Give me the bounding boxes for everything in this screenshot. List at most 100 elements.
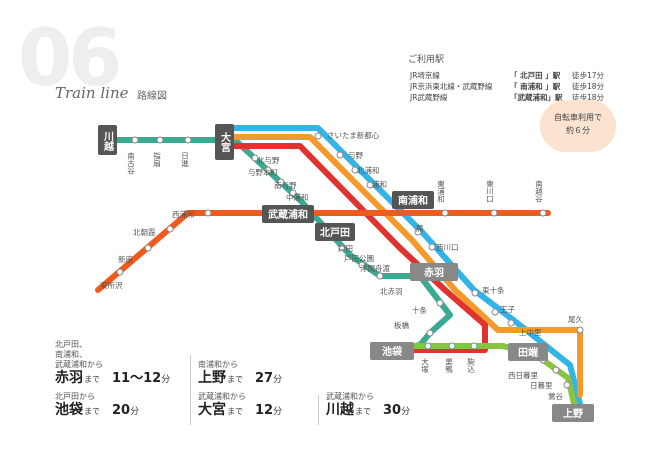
station-name: 武蔵浦和	[268, 208, 308, 221]
travel-from: 南浦和、	[55, 350, 87, 359]
station-label: 日進	[180, 152, 189, 169]
access-row: JR埼京線 「 北戸田 」駅 徒歩17分	[410, 70, 604, 81]
station-dot	[563, 381, 571, 389]
travel-from: 武蔵浦和から	[55, 360, 103, 369]
station-name: 田端	[518, 346, 538, 359]
station-dot	[314, 132, 322, 140]
station-dot	[277, 178, 285, 186]
station-dot	[471, 289, 479, 297]
station-label: 東浦和	[436, 179, 445, 204]
station-label: 北浦和	[357, 165, 380, 175]
station-dot	[251, 154, 259, 162]
access-station: 「 南浦和 」駅	[510, 82, 561, 91]
station-label: 西日暮里	[508, 370, 538, 380]
station-label: 北与野	[257, 156, 280, 165]
station-label: 東十条	[482, 285, 505, 295]
bike-time: 約６分	[566, 126, 590, 135]
station-dot	[366, 181, 374, 189]
section-number: 06	[18, 14, 123, 104]
station-dot	[470, 342, 478, 350]
station-dot	[338, 244, 346, 252]
bike-badge: 自転車利用で 約６分	[540, 100, 616, 152]
station-dot	[490, 209, 498, 217]
station-dot	[507, 319, 515, 327]
station-label: 南越谷	[534, 179, 543, 204]
travel-from: 武蔵浦和から	[326, 392, 374, 401]
travel-from: 南浦和から	[198, 360, 238, 369]
utsunomiya-line	[222, 143, 488, 353]
station-dot	[336, 151, 344, 159]
station-name: 上野	[563, 407, 583, 420]
travel-destination: 川越	[326, 402, 354, 418]
station-label: 巣鴨	[444, 357, 453, 375]
station-box-musashi-urawa	[262, 205, 314, 223]
travel-time: 20	[112, 403, 131, 418]
travel-time: 11〜12	[112, 371, 162, 386]
station-dot	[116, 268, 124, 276]
station-dot	[289, 189, 297, 197]
musashino-line	[95, 210, 551, 293]
station-name: 川越	[102, 131, 115, 152]
station-label: 浮間舟渡	[360, 263, 390, 273]
travel-time: 30	[383, 403, 402, 418]
access-title: ご利用駅	[408, 55, 445, 65]
station-label: 北朝霞	[133, 228, 156, 237]
station-box-ikebukuro	[370, 342, 414, 360]
access-station: 「 北戸田 」駅	[510, 71, 561, 80]
station-dot	[204, 209, 212, 217]
station-label: 南与野	[274, 180, 297, 190]
access-line: JR武蔵野線	[410, 93, 448, 102]
station-label: 板橋	[394, 320, 409, 330]
station-name: 南浦和	[398, 194, 428, 207]
travel-made: まで	[227, 375, 243, 384]
access-row: JR武蔵野線 「武蔵浦和」駅 徒歩18分	[410, 92, 604, 103]
station-box-kawagoe	[98, 125, 117, 155]
travel-unit: 分	[161, 375, 171, 385]
station-label: 十条	[412, 305, 427, 315]
station-label: 東川口	[485, 179, 494, 203]
travel-made: まで	[355, 407, 371, 416]
divider	[318, 395, 319, 425]
station-label: さいたま新都心	[327, 130, 380, 140]
travel-from: 北戸田から	[55, 392, 95, 401]
access-walk: 徒歩18分	[572, 93, 605, 102]
station-label: 中浦和	[286, 192, 309, 202]
travel-unit: 分	[273, 375, 283, 385]
station-dot	[491, 308, 499, 316]
access-walk: 徒歩18分	[572, 82, 605, 91]
station-dot	[144, 244, 152, 252]
bike-text: 自転車利用で	[554, 113, 602, 122]
station-label: 新座	[118, 254, 133, 264]
station-dot	[552, 366, 560, 374]
station-dot	[351, 166, 359, 174]
travel-made: まで	[227, 407, 243, 416]
station-label: 戸田公園	[344, 254, 374, 263]
access-station: 「武蔵浦和」駅	[510, 93, 563, 102]
station-dot	[448, 342, 456, 350]
travel-unit: 分	[401, 407, 411, 417]
travel-destination: 大宮	[198, 402, 226, 418]
access-walk: 徒歩17分	[572, 71, 605, 80]
station-box-kita-toda	[315, 223, 355, 241]
travel-from: 北戸田、	[55, 340, 87, 349]
station-label: 指扇	[152, 151, 161, 169]
access-row: JR京浜東北線・武蔵野線 「 南浦和 」駅 徒歩18分	[410, 81, 604, 92]
travel-unit: 分	[130, 407, 140, 417]
travel-unit: 分	[273, 407, 283, 417]
station-name: 大宮	[219, 131, 231, 153]
station-dot	[414, 228, 422, 236]
section-title: 路線図	[137, 91, 167, 102]
station-label: 日暮里	[530, 380, 553, 390]
travel-kawagoe: 武蔵浦和から 川越まで 30分	[326, 392, 410, 417]
station-label: 駒込	[466, 357, 475, 375]
station-dot	[424, 342, 432, 350]
station-label: 北赤羽	[380, 287, 403, 296]
major-stations: 川越 大宮 武蔵浦和 北戸田 南浦和 赤羽 池袋 田端 上野	[98, 124, 594, 422]
access-line: JR埼京線	[410, 71, 440, 80]
station-box-omiya	[215, 124, 234, 160]
